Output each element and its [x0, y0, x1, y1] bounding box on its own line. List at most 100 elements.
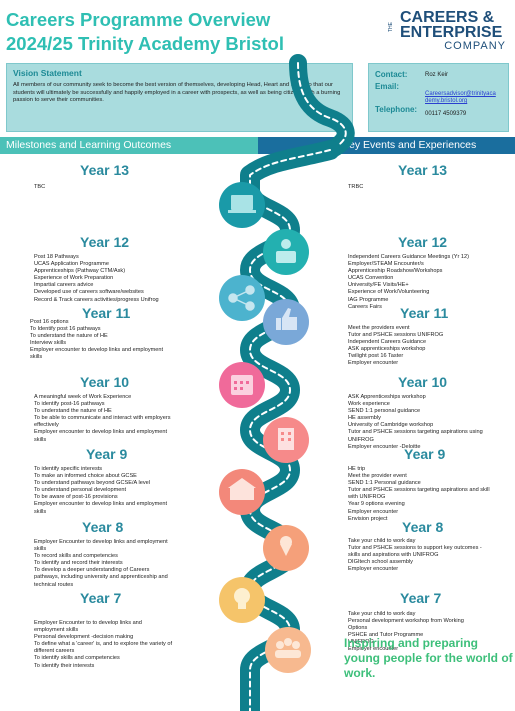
list-item: SEND 1:1 personal guidance — [348, 408, 421, 415]
calendar-icon — [231, 375, 253, 395]
list-item: DIGItech school assembly — [348, 559, 413, 566]
list-item: skills — [34, 546, 47, 553]
contact-name: Roz Keir — [425, 72, 449, 78]
list-item: To record skills and competencies — [34, 553, 118, 560]
list-item: To develop a deeper understanding of Car… — [34, 567, 150, 574]
milestone-circle-year7-people — [265, 627, 311, 673]
page-title: Careers Programme Overview 2024/25 Trini… — [6, 8, 336, 56]
list-item: University/FE Visits/HE+ — [348, 282, 409, 289]
list-item: HE assembly — [348, 415, 381, 422]
list-item: To identify their interests — [34, 662, 95, 669]
laptop-icon — [228, 195, 256, 213]
list-item: skills — [34, 436, 47, 443]
email-label: Email: — [375, 82, 400, 91]
list-item: IAG Programme — [348, 296, 389, 303]
left-year8-text: Employer Encounter to develop links and … — [34, 539, 239, 589]
right-year8-text: Take your child to work day Tutor and PS… — [348, 538, 513, 573]
list-item: Take your child to work day — [348, 538, 416, 544]
thumbs-up-icon — [276, 308, 297, 330]
list-item: SEND 1:1 Personal guidance — [348, 480, 421, 487]
list-item: Employer encounter to develop links and … — [30, 347, 164, 354]
milestones-header: Milestones and Learning Outcomes — [0, 137, 258, 154]
email-link-line-2[interactable]: demy.bristol.org — [425, 98, 468, 104]
list-item: ASK apprenticeships workshop — [348, 346, 426, 353]
list-item: To identify specific interests — [34, 466, 103, 472]
left-year13-heading: Year 13 — [80, 162, 130, 178]
list-item: Experience of Work Preparation — [34, 275, 114, 282]
milestone-circle-year11-network — [219, 275, 265, 321]
list-item: To make an informed choice about GCSE — [34, 473, 137, 480]
list-item: To understand the nature of HE — [34, 408, 112, 415]
list-item: A meaningful week of Work Experience — [34, 394, 132, 400]
list-item: PSHCE and Tutor Programme — [348, 632, 424, 639]
list-item: To be able to communicate and interact w… — [34, 415, 171, 422]
left-year13-text: TBC — [34, 184, 234, 191]
milestone-circle-year7-bulb — [219, 577, 265, 623]
list-item: technical routes — [34, 581, 74, 588]
list-item: To identify skills and competencies — [34, 655, 120, 662]
right-year10-heading: Year 10 — [398, 374, 448, 390]
list-item: To understand the nature of HE — [30, 333, 108, 340]
list-item: Meet the provider event — [348, 473, 407, 480]
list-item: Meet the providers event — [348, 325, 410, 331]
list-item: Personal development workshop from Worki… — [348, 618, 464, 625]
email-link-line-1[interactable]: Careersadvisor@trinityaca — [425, 91, 496, 97]
logo-company: COMPANY — [444, 40, 506, 52]
list-item: Tutor and PSHCE sessions targeting aspir… — [348, 429, 483, 436]
list-item: with UNIFROG — [348, 494, 386, 501]
list-item: Twilight post 16 Taster — [348, 353, 404, 360]
list-item: Employer encounter — [348, 508, 399, 515]
list-item: Employer encounter — [348, 360, 399, 367]
left-year10-text: A meaningful week of Work Experience To … — [34, 394, 239, 444]
list-item: pathways, including university and appre… — [34, 574, 168, 581]
tagline: Inspiring and preparing young people for… — [344, 636, 513, 680]
list-item: To identify and record their interests — [34, 560, 123, 567]
list-item: Employer/STEAM Encounter/s — [348, 261, 424, 268]
company-logo: THE CAREERS & ENTERPRISE COMPANY — [388, 10, 506, 53]
left-year12-heading: Year 12 — [80, 234, 130, 250]
left-year9-heading: Year 9 — [86, 446, 128, 462]
list-item: Post 16 options — [30, 319, 69, 325]
milestone-circle-year9-school — [219, 469, 265, 515]
milestone-circle-year9 — [263, 417, 309, 463]
milestone-circle-year12 — [263, 229, 309, 275]
list-item: Take your child to work day — [348, 611, 416, 617]
map-pin-icon — [280, 536, 292, 556]
list-item: To understand personal development — [34, 487, 127, 494]
list-item: To define what a 'career' is, and to exp… — [34, 641, 173, 648]
left-year11-heading: Year 11 — [82, 305, 131, 321]
list-item: Employer Encounter to develop links and … — [34, 539, 168, 545]
list-item: effectively — [34, 422, 59, 429]
vision-heading: Vision Statement — [13, 68, 82, 78]
vision-statement-box: Vision Statement All members of our comm… — [6, 63, 353, 132]
list-item: UCAS Convention — [348, 275, 394, 282]
list-item: Employer encounter to develop links and … — [34, 429, 168, 436]
list-item: Envision project — [348, 515, 388, 522]
list-item: employment skills — [34, 627, 79, 634]
right-year7-text: Take your child to work day Personal dev… — [348, 611, 513, 654]
list-item: To Identify post 16 pathways — [30, 326, 101, 333]
milestone-circle-year11-thumb — [263, 299, 309, 345]
right-year11-heading: Year 11 — [400, 305, 449, 321]
list-item: To identify post-16 pathways — [34, 401, 105, 408]
list-item: Employer encounter to develop links and … — [34, 501, 168, 508]
list-item: To be aware of post-16 provisions — [34, 494, 118, 501]
right-year10-text: ASK Apprenticeships workshop Work experi… — [348, 394, 513, 451]
right-year7-heading: Year 7 — [400, 590, 442, 606]
title-line-2: 2024/25 Trinity Academy Bristol — [6, 33, 284, 54]
road-top-curve — [289, 54, 355, 159]
list-item: ASK Apprenticeships workshop — [348, 394, 426, 400]
left-year10-heading: Year 10 — [80, 374, 130, 390]
left-year12-text: Post 18 Pathways UCAS Application Progra… — [34, 254, 234, 304]
list-item: Tutor and PSHCE sessions UNIFROG — [348, 332, 444, 339]
list-item: Employer encounter — [348, 646, 399, 653]
telephone-value: 00117 4509379 — [425, 111, 467, 117]
vision-text: All members of our community seek to bec… — [13, 82, 341, 103]
title-line-1: Careers Programme Overview — [6, 9, 271, 30]
list-item: UNIFROG — [348, 639, 374, 646]
logo-enterprise: ENTERPRISE — [400, 24, 503, 41]
list-item: Tutor and PSHCE sessions targeting aspir… — [348, 487, 490, 494]
list-item: skills and aspirations with UNIFROG — [348, 552, 439, 559]
milestone-circle-year8 — [263, 525, 309, 571]
list-item: Employer Encounter to to develop links a… — [34, 620, 142, 626]
